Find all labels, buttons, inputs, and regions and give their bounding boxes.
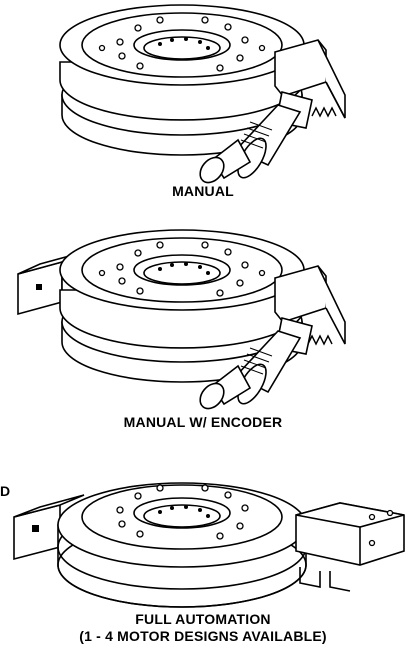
micrometer-knurl [240, 347, 273, 375]
motor-connector [32, 525, 39, 532]
automation-stage-drawing [13, 482, 405, 608]
caption-manual: MANUAL [172, 183, 234, 199]
bore-holes [158, 37, 210, 50]
center-bore [133, 497, 231, 529]
spring [307, 334, 333, 346]
side-bracket [274, 265, 346, 345]
manual-stage-drawing [59, 4, 346, 184]
platter-holes [98, 16, 266, 72]
micrometer-knurl [240, 121, 273, 149]
side-bracket [274, 39, 346, 119]
encoder-connector [36, 284, 42, 290]
bore-holes [158, 505, 210, 518]
figure-full-automation: D FULL AUTOMATION (1 - 4 MOTOR DESIGNS A… [0, 455, 406, 655]
caption-motor-designs: (1 - 4 MOTOR DESIGNS AVAILABLE) [79, 628, 327, 644]
bore-holes [158, 262, 210, 275]
platter-holes [98, 241, 266, 297]
spring [311, 106, 337, 118]
center-bore [133, 254, 231, 286]
edge-label: D [0, 483, 11, 499]
encoder-stage-drawing [17, 229, 346, 410]
micrometer [199, 91, 313, 184]
figure-manual-encoder: MANUAL W/ ENCODER [0, 212, 406, 437]
center-bore [133, 29, 231, 61]
caption-manual-encoder: MANUAL W/ ENCODER [123, 414, 283, 430]
caption-full-automation: FULL AUTOMATION [135, 611, 271, 627]
platter-holes [116, 484, 394, 547]
figure-manual: MANUAL [0, 0, 406, 205]
